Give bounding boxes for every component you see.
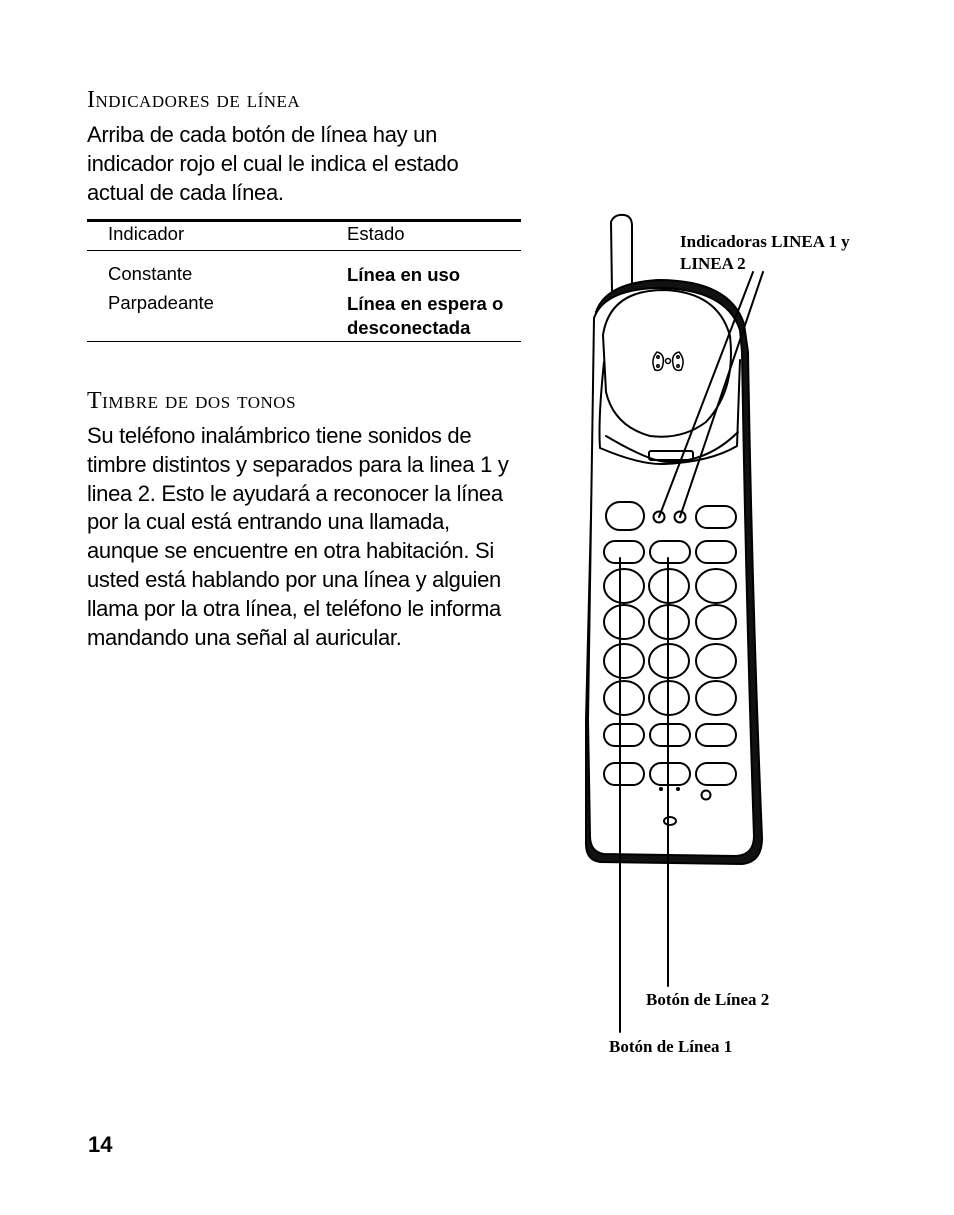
- table-cell-indicator: Constante: [108, 263, 193, 284]
- keypad-oval-key: [649, 762, 691, 786]
- earpiece: [602, 289, 732, 438]
- microphone-hole: [663, 816, 677, 826]
- hold-button: [695, 540, 737, 564]
- talk-button: [605, 501, 645, 531]
- table-header-status: Estado: [347, 223, 405, 244]
- flash-button: [695, 505, 737, 529]
- page-number: 14: [88, 1132, 113, 1157]
- table-cell-status: Línea en uso: [347, 264, 461, 285]
- table-cell-indicator: Parpadeante: [108, 292, 214, 313]
- earpiece-rim: [598, 359, 741, 466]
- indicator-status-table: Indicador Estado Constante Línea en uso …: [87, 219, 521, 342]
- indicator-line2-leader: [679, 271, 764, 518]
- keypad-oval-key: [695, 762, 737, 786]
- section-heading-two-tone-ring: Timbre de dos tonos: [87, 388, 297, 414]
- table-header-indicator: Indicador: [108, 223, 185, 244]
- callout-line-indicators: Indicadoras LINEA 1 y LINEA 2: [680, 232, 850, 273]
- line1-indicator: [652, 510, 666, 524]
- table-header-row: Indicador Estado: [87, 222, 521, 251]
- earpiece-rim-inner: [605, 431, 739, 463]
- keypad-oval-key: [603, 723, 645, 747]
- callout-line2-button: Botón de Línea 2: [646, 990, 770, 1009]
- antenna: [610, 213, 633, 293]
- line2-indicator: [673, 510, 687, 524]
- indicator-line1-leader: [658, 271, 754, 518]
- earpiece-holes: [652, 351, 684, 372]
- section-body-two-tone-ring: Su teléfono inalámbrico tiene sonidos de…: [87, 423, 509, 650]
- section-body-line-indicators: Arriba de cada botón de línea hay un ind…: [87, 122, 459, 205]
- line1-button: [603, 540, 645, 564]
- section-heading-line-indicators: Indicadores de línea: [87, 87, 301, 113]
- table-row: Constante Línea en uso: [87, 263, 521, 289]
- table-body: Constante Línea en uso Parpadeante Línea…: [87, 251, 521, 341]
- line2-button: [649, 540, 691, 564]
- callout-line1-button: Botón de Línea 1: [609, 1037, 733, 1056]
- keypad-oval-key: [649, 723, 691, 747]
- keypad-oval-key: [695, 723, 737, 747]
- table-row: Parpadeante Línea en espera o desconecta…: [87, 292, 521, 340]
- display-window: [648, 450, 694, 461]
- charge-indicator: [700, 789, 712, 801]
- table-cell-status: Línea en espera o desconectada: [347, 293, 504, 338]
- keypad-oval-key: [603, 762, 645, 786]
